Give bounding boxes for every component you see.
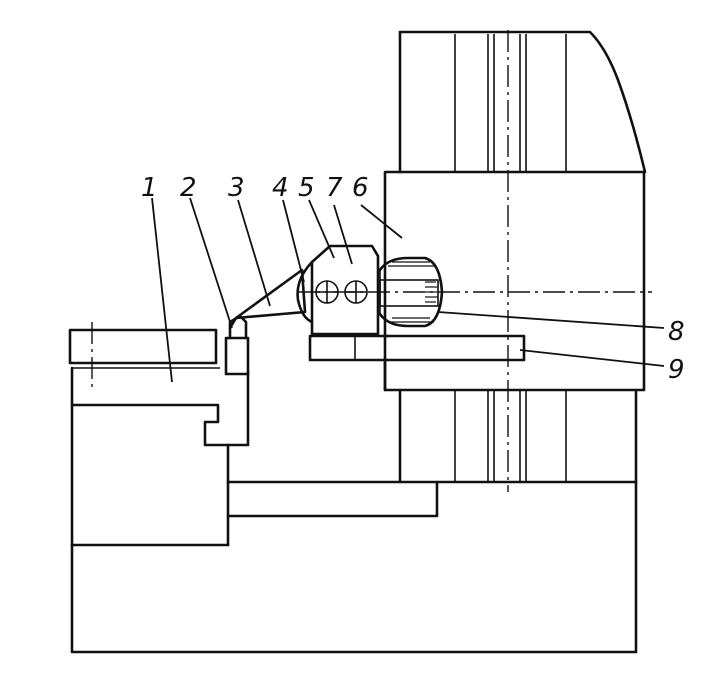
- left-table-body: [68, 322, 250, 547]
- label-7: 7: [326, 173, 343, 203]
- lower-slide: [226, 480, 638, 518]
- label-4: 4: [272, 173, 289, 203]
- head-block: [383, 170, 646, 392]
- stylus-post: [224, 314, 250, 376]
- column: [398, 30, 647, 492]
- label-9: 9: [668, 355, 685, 385]
- label-1: 1: [141, 173, 158, 203]
- part-labels: 1 2 3 4 5 7 6 8 9: [141, 173, 685, 385]
- horizontal-ram: [308, 334, 526, 362]
- machine-base: [70, 480, 638, 654]
- label-6: 6: [352, 173, 369, 203]
- label-8: 8: [668, 317, 685, 347]
- label-5: 5: [298, 173, 315, 203]
- probe-head: [296, 244, 380, 336]
- label-3: 3: [228, 173, 245, 203]
- leader-lines: [151, 197, 665, 383]
- label-2: 2: [180, 173, 197, 203]
